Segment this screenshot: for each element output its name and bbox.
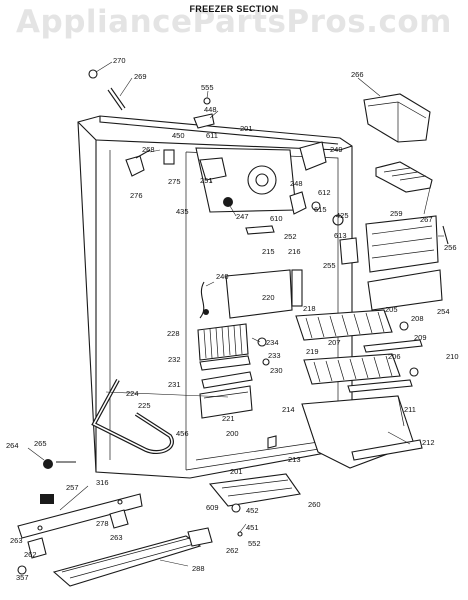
callout-label: 255 (323, 261, 336, 270)
callout-label: 425 (336, 211, 349, 220)
callout-label: 247 (236, 212, 249, 221)
callout-label: 201 (240, 124, 253, 133)
door-switch-parts (125, 149, 175, 177)
callout-label: 435 (176, 207, 189, 216)
callout-label: 451 (246, 523, 259, 532)
icemaker-259 (332, 214, 449, 311)
callout-label: 224 (126, 389, 139, 398)
callout-label: 232 (168, 355, 181, 364)
callout-label: 263 (10, 536, 23, 545)
callout-label: 610 (270, 214, 283, 223)
callout-label: 230 (270, 366, 283, 375)
callout-label: 215 (262, 247, 275, 256)
callout-label: 233 (268, 351, 281, 360)
callout-label: 276 (130, 191, 143, 200)
callout-label: 450 (172, 131, 185, 140)
callout-label: 209 (414, 333, 427, 342)
callout-label: 288 (192, 564, 205, 573)
callout-label: 212 (422, 438, 435, 447)
callout-label: 609 (206, 503, 219, 512)
callout-label: 252 (284, 232, 297, 241)
callout-label: 207 (328, 338, 341, 347)
callout-label: 552 (248, 539, 261, 548)
callout-label: 220 (262, 293, 275, 302)
callout-label: 275 (168, 177, 181, 186)
callout-label: 251 (200, 176, 213, 185)
callout-label: 262 (226, 546, 239, 555)
callout-label: 205 (385, 305, 398, 314)
callout-label: 234 (266, 338, 279, 347)
callout-label: 211 (404, 405, 416, 414)
leader-lines (27, 61, 444, 567)
callout-label: 262 (24, 550, 37, 559)
callout-label: 316 (96, 478, 109, 487)
callout-label: 448 (204, 105, 217, 114)
ice-bin-266 (363, 93, 431, 143)
defrost-heater (91, 379, 174, 455)
callout-label: 267 (420, 215, 433, 224)
callout-label: 269 (134, 72, 147, 81)
callout-label: 264 (6, 441, 19, 450)
control-housing (195, 141, 327, 215)
top-hinge-parts (88, 69, 215, 129)
callout-label: 248 (290, 179, 303, 188)
callout-label: 357 (16, 573, 29, 582)
callout-label: 270 (113, 56, 126, 65)
callout-label: 231 (168, 380, 181, 389)
callout-label: 257 (66, 483, 79, 492)
callout-label: 210 (446, 352, 459, 361)
callout-label: 218 (303, 304, 316, 313)
part-number-callouts: 270 269 555 266 448 450 611 201 268 249 … (6, 56, 459, 582)
evaporator-228 (197, 323, 270, 419)
callout-label: 456 (176, 429, 189, 438)
callout-label: 214 (282, 405, 295, 414)
callout-label: 256 (444, 243, 457, 252)
callout-label: 228 (167, 329, 180, 338)
ice-tray-267 (375, 161, 433, 193)
callout-label: 266 (351, 70, 364, 79)
section-title: FREEZER SECTION (189, 4, 279, 14)
callout-label: 611 (206, 131, 218, 140)
callout-label: 613 (334, 231, 347, 240)
callout-label: 225 (138, 401, 151, 410)
callout-label: 260 (308, 500, 321, 509)
callout-label: 265 (34, 439, 47, 448)
callout-label: 263 (110, 533, 123, 542)
wire-shelves (295, 309, 423, 393)
callout-label: 216 (288, 247, 301, 256)
callout-label: 615 (314, 205, 327, 214)
callout-label: 452 (246, 506, 259, 515)
drain-pan-211 (301, 395, 423, 469)
callout-label: 208 (411, 314, 424, 323)
callout-label: 259 (390, 209, 403, 218)
callout-label: 268 (142, 145, 155, 154)
callout-label: 213 (288, 455, 301, 464)
callout-label: 612 (318, 188, 331, 197)
callout-label: 221 (222, 414, 235, 423)
callout-label: 278 (96, 519, 109, 528)
callout-label: 555 (201, 83, 214, 92)
callout-label: 249 (330, 145, 343, 154)
callout-label: 200 (226, 429, 239, 438)
callout-label: 206 (388, 352, 401, 361)
callout-label: 201 (230, 467, 243, 476)
callout-label: 240 (216, 272, 229, 281)
bottom-parts (17, 435, 301, 587)
callout-label: 254 (437, 307, 450, 316)
callout-label: 219 (306, 347, 319, 356)
evaporator-cover-215 (199, 225, 303, 319)
